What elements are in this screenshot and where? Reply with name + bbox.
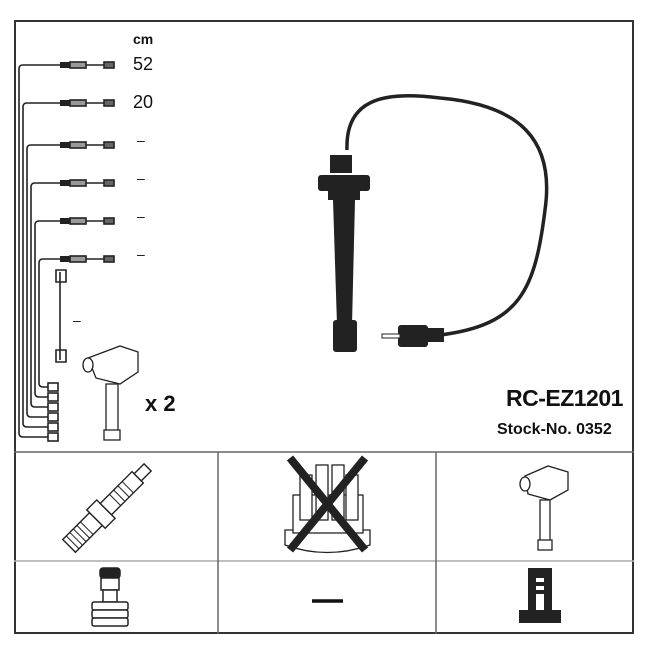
distributor-cap-not-included-icon bbox=[284, 455, 371, 554]
wire bbox=[38, 258, 60, 388]
cable-length-label: – bbox=[137, 246, 145, 262]
wire-connector-icon bbox=[47, 61, 115, 442]
wire-connector-icon bbox=[47, 255, 115, 392]
wire bbox=[22, 102, 60, 428]
diagram-frame bbox=[14, 20, 634, 634]
wire-connector-icon bbox=[47, 99, 115, 432]
cable-length-label: – bbox=[137, 132, 145, 148]
cable-length-label: 52 bbox=[133, 54, 154, 74]
cable-length-label: – bbox=[137, 170, 145, 186]
wire bbox=[30, 182, 60, 408]
cable-length-label: – bbox=[137, 208, 145, 224]
wire bbox=[26, 144, 60, 418]
wire bbox=[18, 64, 60, 438]
unit-label: cm bbox=[133, 31, 154, 47]
wire-connector-icon bbox=[47, 179, 115, 412]
stock-number: Stock-No. 0352 bbox=[497, 421, 612, 438]
part-number: RC-EZ1201 bbox=[506, 385, 623, 411]
coil-quantity: x 2 bbox=[145, 391, 176, 416]
wire-connector-icon bbox=[47, 217, 115, 402]
cable-length-label: – bbox=[73, 312, 81, 328]
cable-set-illustration bbox=[18, 61, 115, 442]
main-ignition-cable-icon bbox=[318, 94, 549, 352]
wire bbox=[34, 220, 60, 398]
cable-length-label: 20 bbox=[133, 92, 154, 112]
coil-side-connector-icon bbox=[519, 568, 561, 623]
ignition-coil-icon bbox=[519, 465, 569, 551]
plug-side-connector-icon bbox=[91, 567, 129, 627]
ignition-coil-small-icon bbox=[82, 345, 139, 441]
spark-plug-icon bbox=[61, 462, 153, 554]
grid-lines bbox=[14, 451, 634, 634]
short-wire bbox=[55, 269, 67, 363]
wire-connector-icon bbox=[47, 141, 115, 422]
